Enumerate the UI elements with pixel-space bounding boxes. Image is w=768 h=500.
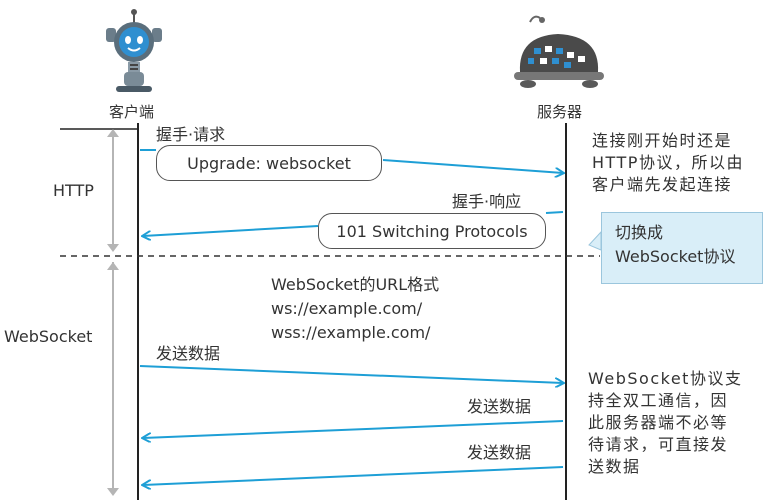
websocket-note-line: 待请求，可直接发 [588,435,729,454]
client-send-arrow [139,365,563,383]
client-send-label: 发送数据 [156,344,221,363]
handshake-response-arrow-start [545,211,564,214]
websocket-note-line: 持全双工通信，因 [588,391,729,410]
handshake-request-arrow [382,159,563,173]
websocket-note: WebSocket协议支 持全双工通信，因 此服务器端不必等 待请求，可直接发 … [588,368,742,478]
server-send-arrow-1 [143,420,564,438]
ws-url-example: ws://example.com/ [271,299,423,318]
http-note-line: 客户端先发起连接 [592,175,733,194]
server-robot-icon [514,15,604,88]
websocket-phase-arrow-up [107,262,119,270]
websocket-phase-arrow-down [107,488,119,496]
server-send-arrow-2 [143,466,564,485]
robot-icon [106,9,162,92]
switching-protocols-pill: 101 Switching Protocols [318,213,546,249]
wss-url-example: wss://example.com/ [271,323,431,342]
callout-line: 切换成 [615,223,664,242]
http-note-line: 连接刚开始时还是 [592,131,733,150]
http-phase-arrow-down [107,244,119,252]
http-phase-label: HTTP [53,181,94,200]
server-label: 服务器 [537,103,583,121]
url-format-title: WebSocket的URL格式 [271,275,440,294]
server-send-label-1: 发送数据 [467,397,532,416]
handshake-response-arrow [143,225,319,236]
websocket-note-line: WebSocket协议支 [588,369,743,388]
upgrade-header-pill: Upgrade: websocket [156,145,382,181]
client-label: 客户端 [109,103,155,121]
callout-line: WebSocket协议 [615,247,736,266]
handshake-response-label: 握手·响应 [452,192,522,211]
http-note-line: HTTP协议，所以由 [592,153,744,172]
handshake-request-label: 握手·请求 [156,125,226,144]
server-send-label-2: 发送数据 [467,443,532,462]
callout-pointer [588,230,602,251]
websocket-note-line: 送数据 [588,457,641,476]
http-note: 连接刚开始时还是 HTTP协议，所以由 客户端先发起连接 [592,130,744,196]
websocket-note-line: 此服务器端不必等 [588,413,729,432]
protocol-switch-callout: 切换成 WebSocket协议 [601,212,763,284]
websocket-phase-label: WebSocket [4,327,93,346]
http-phase-arrow-up [107,129,119,137]
